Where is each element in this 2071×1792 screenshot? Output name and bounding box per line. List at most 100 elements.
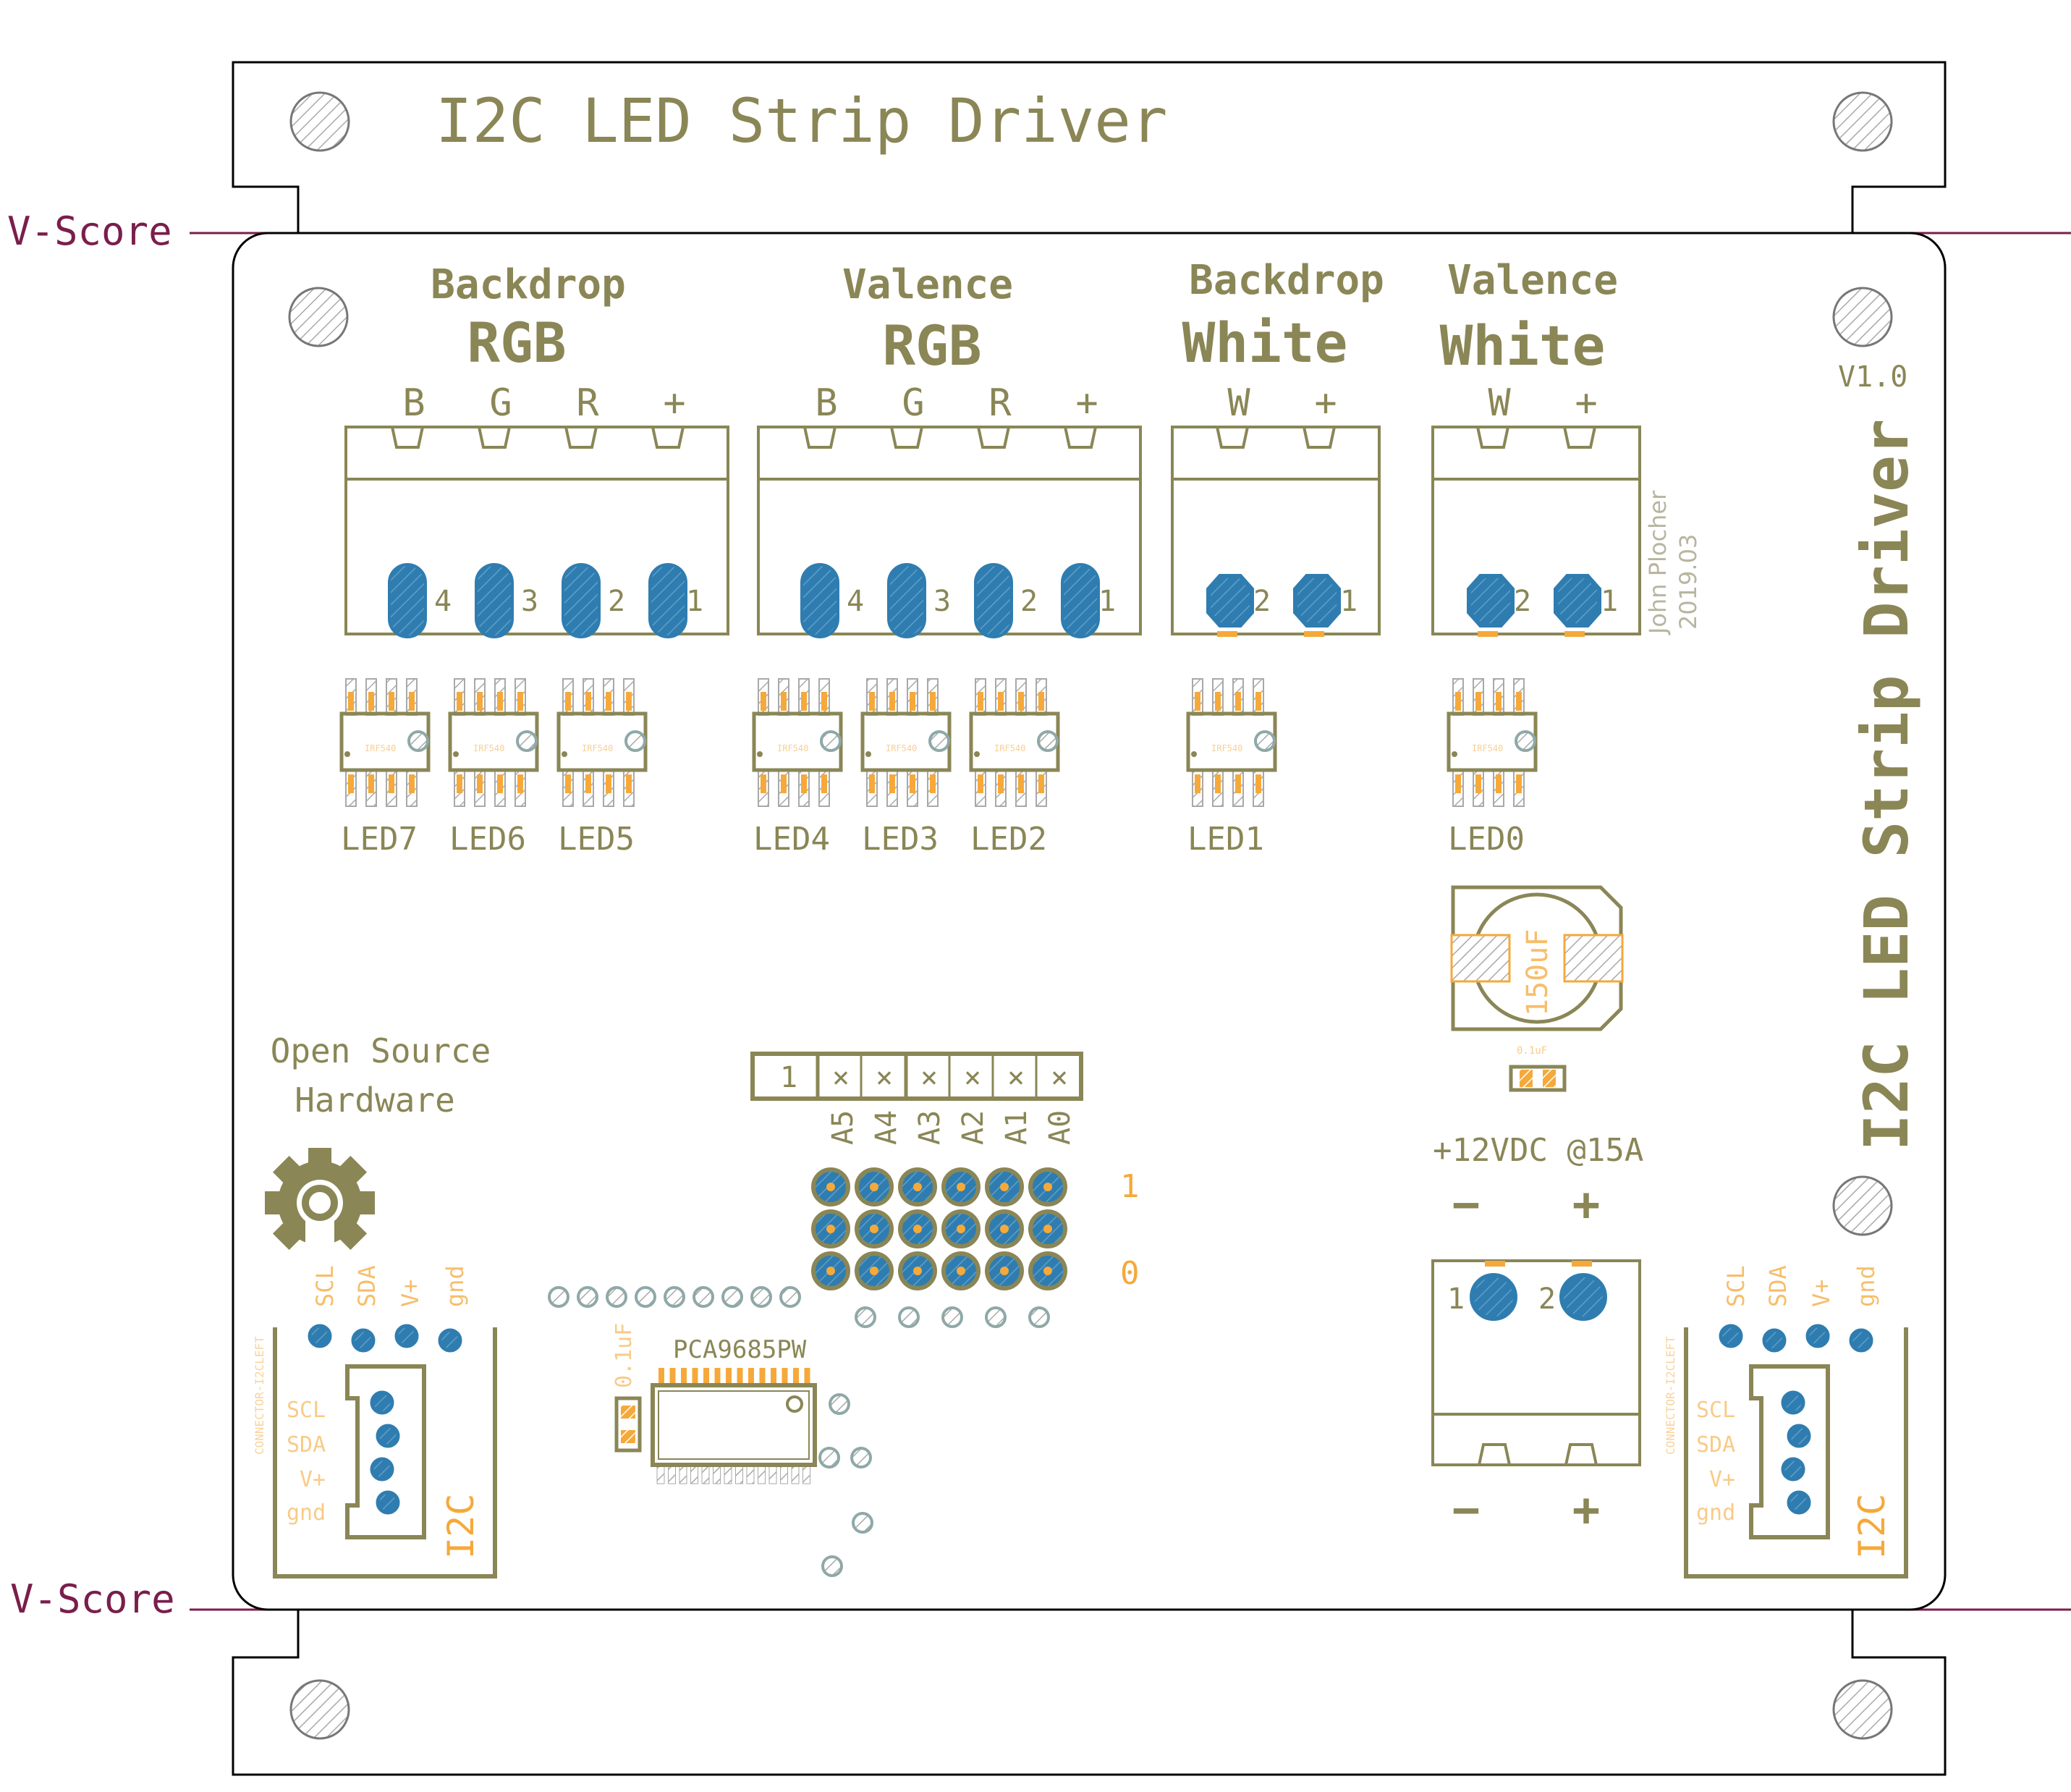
pin-label: G: [489, 381, 512, 425]
address-label: A2: [957, 1110, 990, 1145]
chip-pin: [804, 1368, 810, 1385]
power-terminal: 1 2: [1431, 1259, 1641, 1466]
vias: [548, 1286, 1050, 1577]
mosfet-label: LED3: [862, 821, 939, 858]
header-cell: ×: [1007, 1061, 1025, 1094]
pin-label: R: [576, 381, 599, 425]
mosfet-part: IRF540: [1211, 743, 1242, 753]
header-cell: ×: [920, 1061, 938, 1094]
chip-pin: [758, 1464, 766, 1484]
i2c-side-pin: SCL: [1696, 1398, 1735, 1423]
via: [577, 1286, 598, 1308]
i2c-top-pin: SDA: [1764, 1265, 1792, 1307]
via: [941, 1306, 963, 1328]
side-title: I2C LED Strip Driver: [1851, 419, 1922, 1151]
backdrop-rgb-line2: RGB: [467, 310, 566, 375]
backdrop-white-line1: Backdrop: [1189, 257, 1384, 304]
header-cell: ×: [876, 1061, 893, 1094]
chip-pin: [714, 1368, 721, 1385]
chip-pin: [724, 1464, 732, 1484]
terminal-backdrop-white: W + 2 1: [1171, 381, 1381, 637]
address-label: A0: [1043, 1110, 1077, 1145]
chip-pin: [791, 1464, 800, 1484]
mosfet-label: LED6: [449, 821, 526, 858]
i2c-side-pin: gnd: [287, 1500, 326, 1526]
vscore-label-bottom: V-Score: [10, 1576, 175, 1622]
pin-label: +: [1575, 381, 1597, 425]
chip-pin: [793, 1368, 799, 1385]
backdrop-white-line2: White: [1182, 310, 1348, 375]
chip-pin: [668, 1464, 676, 1484]
via: [985, 1306, 1007, 1328]
chip-pin: [737, 1368, 743, 1385]
i2c-top-pin: SCL: [1722, 1265, 1750, 1307]
pca9685-chip: PCA9685PW 0.1uF: [611, 1323, 817, 1484]
chip-pin: [782, 1368, 788, 1385]
i2c-top-pin: SCL: [311, 1265, 339, 1307]
pin-label: +: [1314, 381, 1337, 425]
mosfet-footprint: IRF540: [448, 678, 539, 807]
pin-label: G: [902, 381, 924, 425]
mosfet-part: IRF540: [582, 743, 613, 753]
mosfet-label: LED7: [341, 821, 418, 858]
via: [750, 1286, 772, 1308]
header-cell: ×: [964, 1061, 981, 1094]
pad-number: 1: [1340, 585, 1358, 618]
mosfet-footprint: IRF540: [339, 678, 431, 807]
i2c-connector-name: CONNECTOR-I2CLEFT: [253, 1336, 266, 1455]
vscore-label-top: V-Score: [7, 208, 172, 254]
i2c-label: I2C: [440, 1494, 482, 1559]
i2c-label: I2C: [1851, 1494, 1893, 1559]
mosfet-part: IRF540: [886, 743, 917, 753]
mounting-holes: [288, 91, 1893, 1740]
chip-pin: [679, 1464, 687, 1484]
mosfet-label: LED2: [970, 821, 1047, 858]
mosfet-footprint: IRF540: [969, 678, 1060, 807]
i2c-side-pin: SDA: [1696, 1432, 1735, 1458]
via: [635, 1286, 656, 1308]
mosfet-part: IRF540: [473, 743, 504, 753]
chip-pin: [726, 1368, 732, 1385]
oshw-gear-icon: [265, 1148, 375, 1252]
header-cell: 1: [780, 1061, 797, 1094]
pin-label: B: [402, 381, 425, 425]
chip-pin: [735, 1464, 743, 1484]
chip-name: PCA9685PW: [673, 1335, 807, 1364]
power-minus-bottom: −: [1452, 1484, 1481, 1537]
power-pad2: 2: [1538, 1282, 1556, 1316]
i2c-side-pin: V+: [1709, 1467, 1735, 1492]
mosfet-footprint: IRF540: [556, 678, 648, 807]
pad-number: 2: [1514, 585, 1531, 618]
power-plus-bottom: +: [1572, 1484, 1601, 1537]
via: [779, 1286, 801, 1308]
mosfet-part: IRF540: [777, 743, 808, 753]
pad-number: 1: [1098, 585, 1116, 618]
power-pad1: 1: [1447, 1282, 1465, 1316]
row-one-label: 1: [1120, 1168, 1140, 1205]
mosfet-label: LED0: [1448, 821, 1525, 858]
i2c-connector-left: SCL SDA V+ gnd SCL SDA V+ gnd CONNECTOR-…: [253, 1265, 497, 1578]
via: [850, 1447, 872, 1468]
oshw-line2: Hardware: [295, 1081, 455, 1120]
board-outline: [232, 232, 1947, 1611]
pin-label: +: [1075, 381, 1098, 425]
address-label: A5: [826, 1110, 860, 1145]
i2c-side-pin: SDA: [287, 1432, 326, 1458]
i2c-top-pin: V+: [1808, 1279, 1835, 1307]
chip-pin: [692, 1368, 698, 1385]
valence-white-line2: White: [1440, 313, 1606, 378]
chip-pin: [703, 1368, 709, 1385]
electrolytic-capacitor: 150uF: [1450, 885, 1624, 1031]
i2c-top-pin: gnd: [441, 1265, 469, 1307]
pad-number: 4: [847, 585, 864, 618]
chip-pin: [656, 1464, 665, 1484]
via: [898, 1306, 920, 1328]
i2c-top-pin: gnd: [1852, 1265, 1880, 1307]
valence-white-line1: Valence: [1447, 257, 1618, 304]
mosfet-footprint: IRF540: [1186, 678, 1277, 807]
address-pad-grid: [811, 1167, 1067, 1290]
chip-pin: [681, 1368, 687, 1385]
via: [829, 1393, 850, 1415]
